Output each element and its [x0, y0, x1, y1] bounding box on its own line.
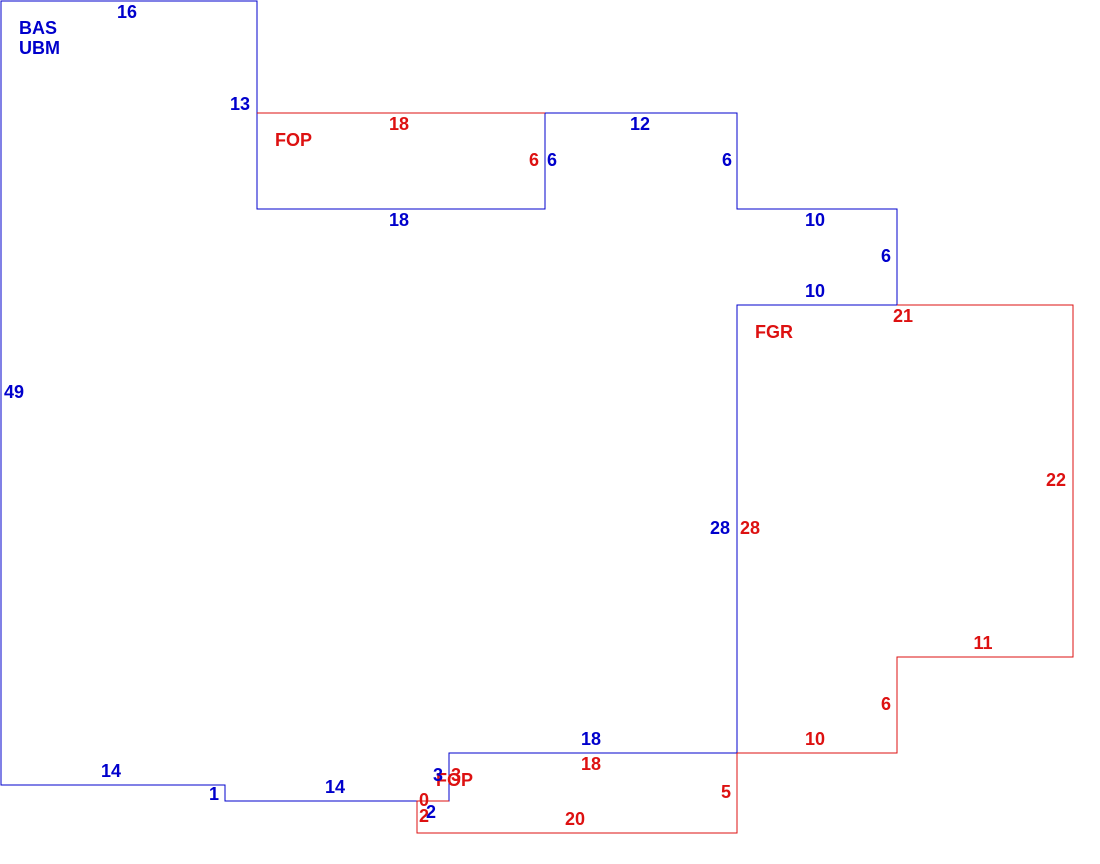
- area-label-ubm: UBM: [19, 38, 60, 58]
- dimension-label: 10: [805, 210, 825, 230]
- dimension-label: 0: [419, 790, 429, 810]
- dimension-label: 18: [389, 210, 409, 230]
- dimension-label: 18: [581, 729, 601, 749]
- dimension-label: 28: [710, 518, 730, 538]
- dimension-label: 14: [325, 777, 345, 797]
- dimension-label: 6: [529, 150, 539, 170]
- area-label-fgr: FGR: [755, 322, 793, 342]
- dimension-label: 11: [973, 633, 992, 653]
- area-label-fop-lower: FOP: [436, 770, 473, 790]
- dimension-label: 6: [881, 694, 891, 714]
- main-building-outline: [0, 0, 898, 802]
- dimension-label: 22: [1046, 470, 1066, 490]
- dimension-label: 6: [722, 150, 732, 170]
- dimension-label: 10: [805, 281, 825, 301]
- dimension-label: 21: [893, 306, 913, 326]
- dimension-label: 14: [101, 761, 121, 781]
- dimension-label: 2: [419, 806, 429, 826]
- dimension-label: 3: [451, 765, 461, 785]
- dimension-label: 20: [565, 809, 585, 829]
- fop-lower-outline: [416, 753, 738, 834]
- dimension-label: 2: [426, 802, 436, 822]
- dimension-label: 28: [740, 518, 760, 538]
- dimension-label: 18: [389, 114, 409, 134]
- dimension-label: 6: [547, 150, 557, 170]
- dimension-label: 16: [117, 2, 137, 22]
- fgr-outline: [737, 304, 1074, 754]
- dimension-label: 6: [881, 246, 891, 266]
- dimension-label: 49: [4, 382, 24, 402]
- dimension-label: 1: [209, 784, 219, 804]
- dimension-label: 10: [805, 729, 825, 749]
- dimension-label: 12: [630, 114, 650, 134]
- dimension-label: 5: [721, 782, 731, 802]
- area-label-bas: BAS: [19, 18, 57, 38]
- dimension-label: 13: [230, 94, 250, 114]
- dimension-label: 3: [433, 765, 443, 785]
- area-label-fop-upper: FOP: [275, 130, 312, 150]
- dimension-label: 18: [581, 754, 601, 774]
